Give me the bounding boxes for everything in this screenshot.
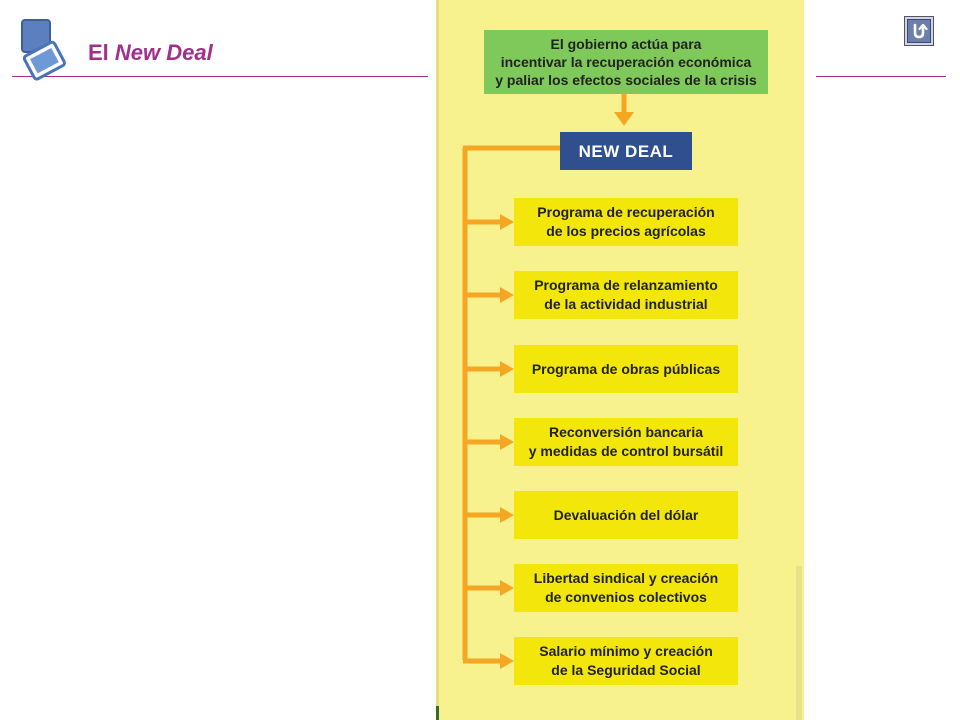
- measure-box: Devaluación del dólar: [514, 491, 738, 539]
- measure-box: Libertad sindical y creación de convenio…: [514, 564, 738, 612]
- measure-box: Programa de recuperación de los precios …: [514, 198, 738, 246]
- header-rule-right: [816, 76, 946, 77]
- measure-text: Programa de obras públicas: [531, 360, 721, 377]
- measure-box: Programa de obras públicas: [514, 345, 738, 393]
- new-deal-box: NEW DEAL: [560, 132, 692, 170]
- measure-box: Salario mínimo y creación de la Segurida…: [514, 637, 738, 685]
- top-box: El gobierno actúa para incentivar la rec…: [484, 30, 768, 94]
- measure-text: Libertad sindical y creación de convenio…: [533, 570, 719, 605]
- return-arrow-icon: [907, 19, 931, 43]
- panel-edge: [796, 566, 802, 720]
- measure-text: Devaluación del dólar: [553, 506, 699, 523]
- return-button[interactable]: [904, 16, 934, 46]
- title-prefix: El: [88, 40, 109, 65]
- measure-box: Reconversión bancaria y medidas de contr…: [514, 418, 738, 466]
- title-emphasis: New Deal: [114, 40, 213, 65]
- measure-text: Programa de relanzamiento de la activida…: [534, 277, 718, 312]
- new-deal-label: NEW DEAL: [578, 141, 674, 161]
- top-box-text: El gobierno actúa para incentivar la rec…: [495, 36, 757, 88]
- measure-text: Programa de recuperación de los precios …: [537, 204, 715, 239]
- page-title: El New Deal: [88, 40, 213, 66]
- slides-logo-icon: [21, 19, 66, 81]
- measure-text: Reconversión bancaria y medidas de contr…: [528, 424, 724, 459]
- measure-box: Programa de relanzamiento de la activida…: [514, 271, 738, 319]
- header-rule-middle: [70, 76, 428, 77]
- panel-corner-mark: [436, 706, 439, 720]
- measure-text: Salario mínimo y creación de la Segurida…: [539, 643, 713, 678]
